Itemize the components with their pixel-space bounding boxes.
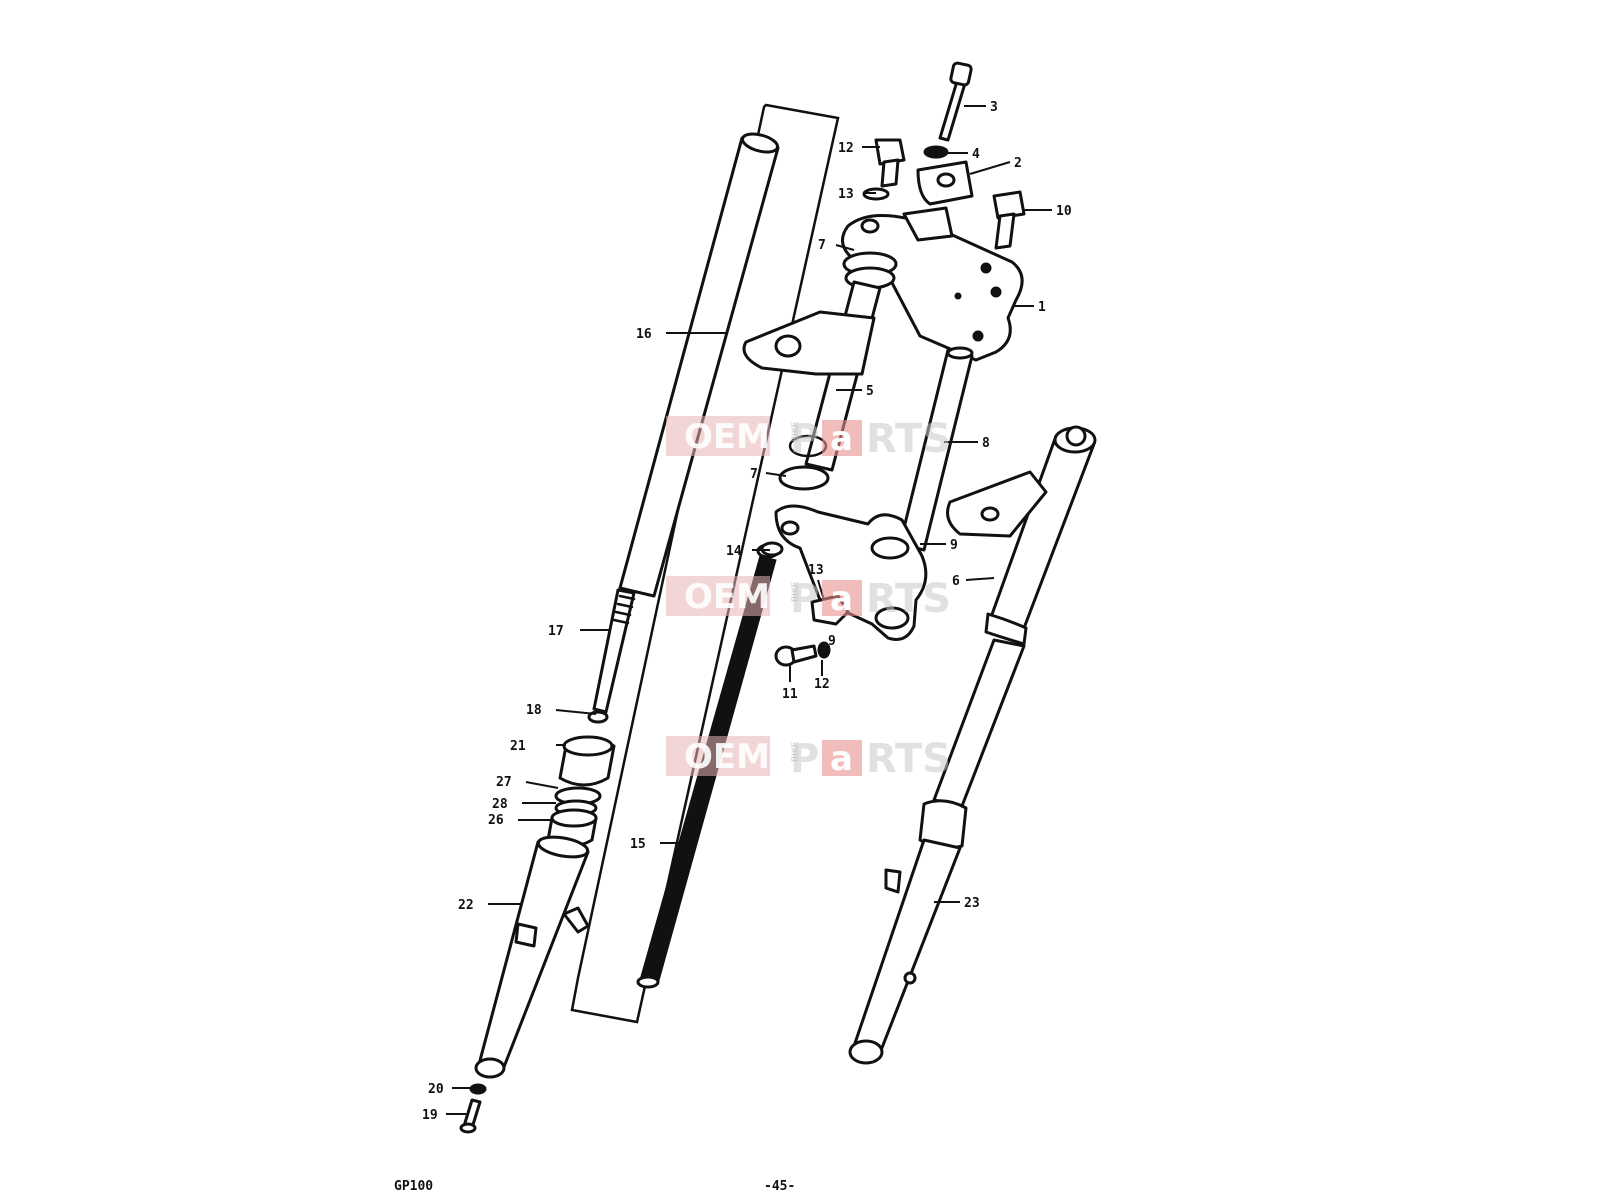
svg-text:BIKE: BIKE [791,421,801,442]
svg-text:a: a [830,579,853,619]
part-24-left-lower-leg [474,835,590,1079]
part-8-right-inner-tube [898,346,974,552]
svg-text:a: a [830,739,853,779]
callout-14: 12 [838,141,854,156]
svg-text:OEM: OEM [684,737,770,777]
part-11-bolt [774,644,818,667]
callout-11-label: 11 [782,687,798,702]
assembly-frame [570,103,840,1024]
callout-16: 14 [726,544,742,559]
svg-text:BIKE: BIKE [791,581,801,602]
part-12-nut [817,641,831,659]
svg-text:RTS: RTS [866,736,951,782]
part-1-upper-bracket [841,206,1024,362]
leader-lines [446,105,1052,1115]
svg-text:P: P [790,736,819,782]
callout-19: 17 [548,624,564,639]
callout-12: 12 [814,677,830,692]
svg-text:BIKE: BIKE [791,741,801,762]
callout-7-lower: 7 [750,467,758,482]
part-21-drain-bolt [459,1098,482,1134]
footer-model: GP100 [394,1179,433,1194]
watermark-2: OEM BIKE P a RTS [666,576,951,622]
callout-23: 21 [510,739,526,754]
callout-9-upper: 9 [950,538,958,553]
callout-5: 5 [866,384,874,399]
callout-25: 23 [964,896,980,911]
callout-2: 2 [1014,156,1022,171]
callout-13: 13 [808,563,824,578]
svg-text:RTS: RTS [866,576,951,622]
callout-10: 10 [1056,204,1072,219]
part-19-damper-rod [592,588,636,714]
svg-text:P: P [790,416,819,462]
footer-page-number: -45- [764,1179,795,1194]
part-6-right-fork-upper [946,425,1097,646]
part-9-lower-bracket [774,504,928,641]
callout-26: 26 [488,813,504,828]
part-25-right-lower-leg [848,799,968,1065]
part-2-handlebar-clamp [916,160,974,206]
callout-4: 4 [972,147,980,162]
callout-8: 8 [982,436,990,451]
part-4-nut [923,145,949,159]
callout-18: 16 [636,327,652,342]
callout-28: 28 [492,797,508,812]
callout-15: 13 [838,187,854,202]
part-22-washer [469,1083,487,1095]
svg-text:a: a [830,419,853,459]
callout-9-lower: 9 [828,634,836,649]
callout-22: 20 [428,1082,444,1097]
callout-24: 22 [458,898,474,913]
callout-3: 3 [990,100,998,115]
callout-21: 19 [422,1108,438,1123]
svg-text:OEM: OEM [684,577,770,617]
svg-text:OEM: OEM [684,417,770,457]
part-10-bolt [992,190,1026,250]
part-23-collar [558,735,616,787]
part-14-cap-bolt [874,138,906,188]
svg-text:P: P [790,576,819,622]
part-18-fork-tube [618,132,780,598]
callout-6: 6 [952,574,960,589]
callout-27: 27 [496,775,512,790]
svg-text:RTS: RTS [866,416,951,462]
watermark-1: OEM BIKE P a RTS [666,416,951,462]
part-3-pinch-bolt [938,61,973,142]
callout-7-upper: 7 [818,238,826,253]
callout-17: 15 [630,837,646,852]
part-7-upper-bearing [842,251,898,290]
callout-20: 18 [526,703,542,718]
callout-1: 1 [1038,300,1046,315]
watermark-3: OEM BIKE P a RTS [666,736,951,782]
